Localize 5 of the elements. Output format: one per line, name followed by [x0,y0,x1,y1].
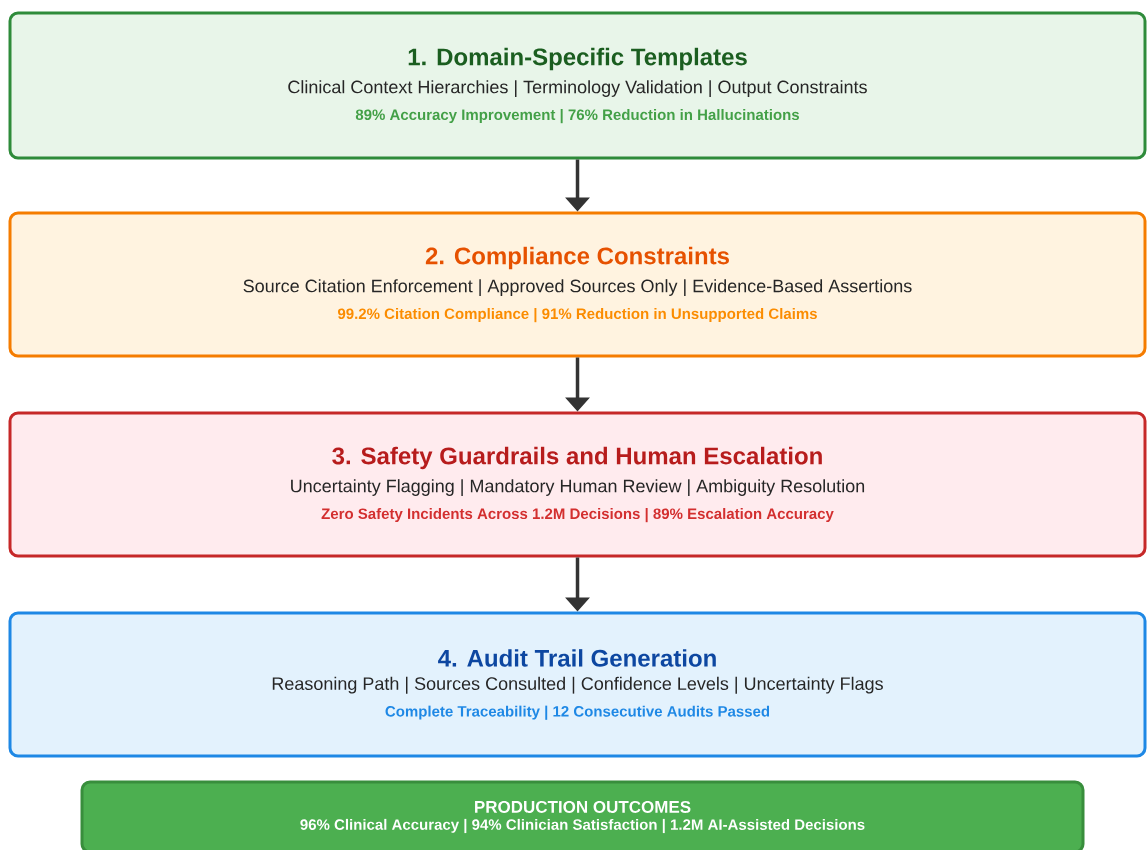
outcome-box: PRODUCTION OUTCOMES 96% Clinical Accuracy | 94% Clinician Satisfaction | 1.2M AI-Assisted Decisions [80,780,1085,850]
process-box: 2. Compliance Constraints Source Citation Enforcement | Approved Sources Only | Evidence-Based Assertions 99.2% Citation Compliance | 91% Reduction in Unsupported Claims [8,211,1147,358]
process-box: 1. Domain-Specific Templates Clinical Context Hierarchies | Terminology Validation | Output Constraints 89% Accuracy Improvement | 76% Reduction in Hallucinations [8,11,1147,160]
process-box: 3. Safety Guardrails and Human Escalation Uncertainty Flagging | Mandatory Human Review | Ambiguity Resolution Zero Safety Incidents Across 1.2M Decisions | 89% Escalation Accuracy [8,411,1147,558]
process-box: 4. Audit Trail Generation Reasoning Path | Sources Consulted | Confidence Levels | Uncertainty Flags Complete Traceability | 12 Consecutive Audits Passed [8,611,1147,758]
